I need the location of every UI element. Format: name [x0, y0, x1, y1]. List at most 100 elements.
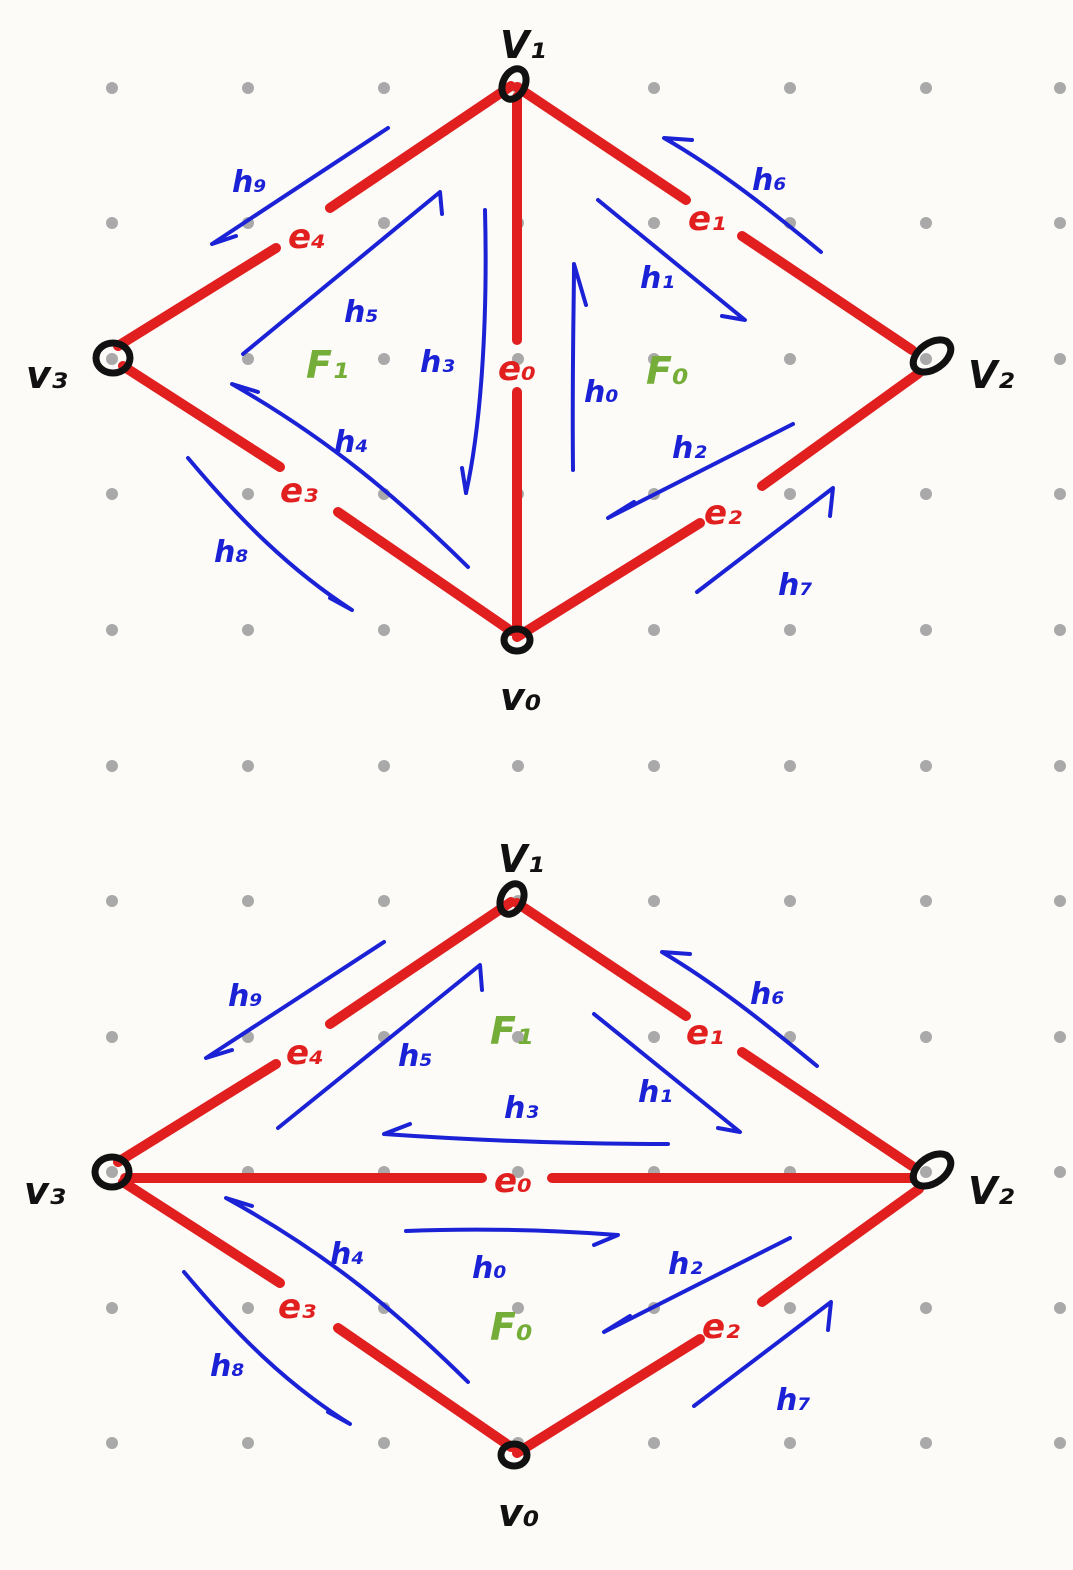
- grid-dot: [784, 488, 796, 500]
- half-edge-h6-arrow: [662, 136, 823, 254]
- grid-dot: [106, 217, 118, 229]
- half-edge-h7-arrow: [695, 486, 835, 594]
- half-edge-label-h1: h₁: [638, 1075, 673, 1110]
- grid-dot: [512, 1031, 524, 1043]
- grid-dot: [784, 82, 796, 94]
- edge-label-e2: e₂: [704, 493, 742, 533]
- grid-dot: [648, 353, 660, 365]
- grid-dot: [1054, 760, 1066, 772]
- vertex-v1: [498, 65, 530, 103]
- edge-label-e3: e₃: [278, 1287, 316, 1327]
- grid-dot: [648, 760, 660, 772]
- grid-dot: [512, 353, 524, 365]
- grid-dot: [920, 1166, 932, 1178]
- edge-e2: [512, 368, 924, 642]
- edge-label-e3: e₃: [280, 471, 318, 511]
- grid-dot: [784, 624, 796, 636]
- grid-dot: [784, 1437, 796, 1449]
- vertex-label-v3: v₃: [24, 1169, 66, 1213]
- grid-dot: [920, 217, 932, 229]
- face-label-f1: F₁: [490, 1009, 533, 1053]
- grid-dot: [242, 488, 254, 500]
- grid-dot: [106, 1302, 118, 1314]
- half-edge-h2-arrow: [606, 422, 795, 520]
- vertex-v0: [497, 1440, 531, 1470]
- grid-dot: [1054, 1437, 1066, 1449]
- grid-dot: [920, 353, 932, 365]
- grid-dot: [920, 1031, 932, 1043]
- vertex-label-v2: V₂: [968, 353, 1014, 397]
- half-edge-h3-arrow: [382, 1122, 670, 1146]
- grid-dot: [648, 1031, 660, 1043]
- vertex-label-v2: V₂: [968, 1169, 1014, 1213]
- half-edge-h0-arrow: [404, 1227, 620, 1247]
- half-edge-h9-arrow: [204, 940, 386, 1060]
- grid-dot: [648, 895, 660, 907]
- grid-dot: [106, 1031, 118, 1043]
- grid-dot: [648, 624, 660, 636]
- grid-dot: [242, 1437, 254, 1449]
- grid-dot: [378, 895, 390, 907]
- half-edge-label-h9: h₉: [232, 165, 267, 200]
- grid-dot: [1054, 1166, 1066, 1178]
- half-edge-label-h2: h₂: [672, 431, 707, 466]
- vertex-v0: [500, 625, 534, 655]
- half-edge-label-h3: h₃: [420, 345, 455, 380]
- edge-label-e1: e₁: [686, 1013, 724, 1053]
- edge-e1: [512, 82, 917, 355]
- half-edge-h5-arrow: [276, 963, 484, 1130]
- grid-dot: [920, 760, 932, 772]
- grid-dot: [378, 217, 390, 229]
- edge-label-e0: e₀: [494, 1161, 532, 1201]
- half-edge-h0-arrow: [570, 262, 588, 472]
- top-diagram: V₁ V₂ v₃ v₀ e₀ e₁ e₂ e₃ e₄ h₉ h₅ h₃ h₀ h…: [26, 23, 1014, 719]
- grid-dot: [648, 82, 660, 94]
- vertex-label-v0: v₀: [498, 1491, 539, 1535]
- grid-dot: [920, 624, 932, 636]
- half-edge-label-h6: h₆: [752, 163, 787, 198]
- edge-label-e2: e₂: [702, 1307, 740, 1347]
- grid-dot: [1054, 82, 1066, 94]
- half-edge-h3-arrow: [460, 208, 488, 495]
- half-edge-h4-arrow: [230, 382, 470, 569]
- half-edge-h1-arrow: [592, 1012, 742, 1134]
- grid-dot: [106, 1437, 118, 1449]
- edge-label-e0: e₀: [498, 349, 536, 389]
- grid-dot: [512, 1166, 524, 1178]
- grid-dot: [784, 353, 796, 365]
- edge-e4: [113, 81, 516, 351]
- half-edge-label-h9: h₉: [228, 979, 263, 1014]
- vertex-label-v1: V₁: [498, 837, 544, 881]
- half-edge-label-h1: h₁: [640, 261, 675, 296]
- grid-dot: [784, 1302, 796, 1314]
- half-edge-label-h0: h₀: [584, 375, 619, 410]
- edge-e4: [113, 897, 516, 1167]
- half-edge-label-h5: h₅: [398, 1039, 433, 1074]
- half-edge-label-h8: h₈: [210, 1349, 245, 1384]
- grid-dot: [1054, 1031, 1066, 1043]
- grid-dot: [1054, 1302, 1066, 1314]
- grid-dot: [242, 353, 254, 365]
- half-edge-label-h6: h₆: [750, 977, 785, 1012]
- edge-e3: [118, 1177, 516, 1452]
- grid-dot: [648, 217, 660, 229]
- edge-label-e4: e₄: [288, 217, 326, 257]
- grid-dot: [920, 488, 932, 500]
- half-edge-label-h7: h₇: [776, 1383, 811, 1418]
- grid-dot: [106, 82, 118, 94]
- grid-dot: [1054, 488, 1066, 500]
- grid-dot: [512, 1302, 524, 1314]
- grid-dot: [378, 82, 390, 94]
- bottom-diagram: V₁ V₂ v₃ v₀ e₀ e₁ e₂ e₃ e₄ h₉ h₅ h₃ h₁ h…: [24, 837, 1014, 1535]
- grid-dot: [242, 624, 254, 636]
- grid-dot: [242, 760, 254, 772]
- grid-dot: [784, 895, 796, 907]
- grid-dot: [512, 760, 524, 772]
- grid-dot: [106, 1166, 118, 1178]
- grid-dot: [920, 1437, 932, 1449]
- vertex-v2: [909, 336, 955, 376]
- face-label-f0: F₀: [646, 349, 689, 393]
- vertex-label-v0: v₀: [500, 675, 541, 719]
- edge-e1: [512, 898, 917, 1171]
